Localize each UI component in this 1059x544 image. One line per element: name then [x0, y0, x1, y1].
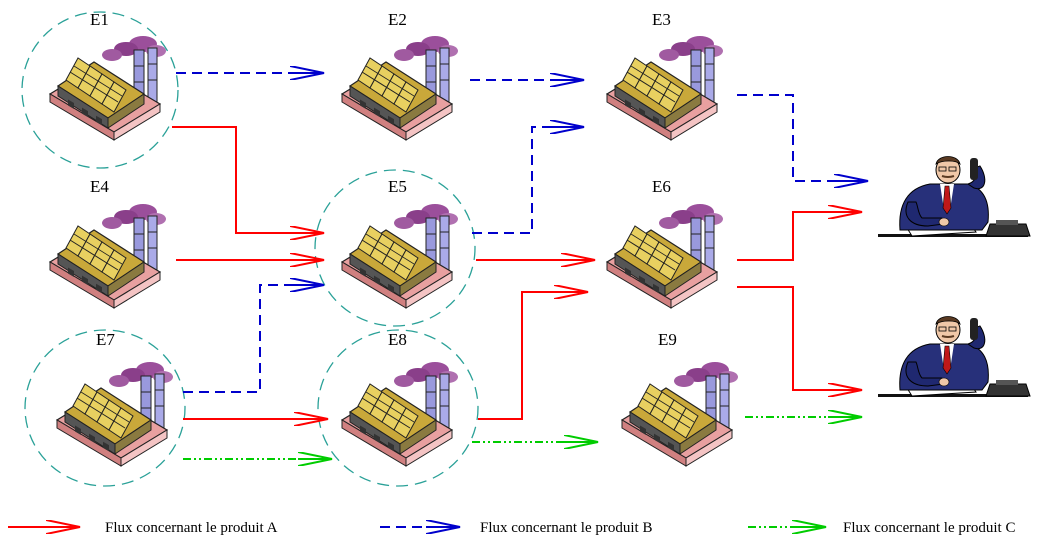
legend-item-c: Flux concernant le produit C: [748, 520, 1015, 536]
factory-icon-e1: [49, 35, 167, 141]
legend-item-a: Flux concernant le produit A: [8, 520, 278, 536]
entity-circle-e5: [314, 169, 476, 327]
flow-b-e5-e3: [472, 127, 584, 234]
entity-label-e6: E6: [652, 177, 671, 196]
factory-icon-e9: [621, 361, 739, 467]
entity-label-e5: E5: [388, 177, 407, 196]
entity-circle-e7: [24, 329, 186, 487]
flow-a-e6-client-top: [737, 212, 862, 261]
legend: Flux concernant le produit A Flux concer…: [8, 520, 1015, 536]
flow-a-e1-e5: [172, 126, 324, 233]
factory-icon-e2: [341, 35, 459, 141]
legend-label-b: Flux concernant le produit B: [480, 520, 652, 536]
businessman-on-phone-icon: [877, 315, 1031, 398]
entity-circle-e8: [317, 329, 479, 487]
entity-label-e4: E4: [90, 177, 109, 196]
legend-item-b: Flux concernant le produit B: [380, 520, 652, 536]
factory-icon-e4: [49, 203, 167, 309]
entity-label-e8: E8: [388, 330, 407, 349]
factory-icon-e5: [341, 203, 459, 309]
entity-circle-e1: [21, 11, 179, 169]
entity-label-e3: E3: [652, 10, 671, 29]
entity-label-e9: E9: [658, 330, 677, 349]
legend-label-a: Flux concernant le produit A: [105, 520, 278, 536]
factory-icon-e8: [341, 361, 459, 467]
entity-label-e7: E7: [96, 330, 115, 349]
factory-icon-e3: [606, 35, 724, 141]
flow-b-e7-e5: [183, 285, 324, 393]
flow-a-e8-e6: [478, 292, 588, 420]
businessman-on-phone-icon: [877, 155, 1031, 238]
legend-label-c: Flux concernant le produit C: [843, 520, 1015, 536]
entity-label-e2: E2: [388, 10, 407, 29]
flow-b-e3-client: [737, 94, 868, 181]
factory-icon-e7: [56, 361, 174, 467]
flow-a-e6-client-bottom: [737, 286, 862, 390]
factory-icon-e6: [606, 203, 724, 309]
entity-label-e1: E1: [90, 10, 109, 29]
